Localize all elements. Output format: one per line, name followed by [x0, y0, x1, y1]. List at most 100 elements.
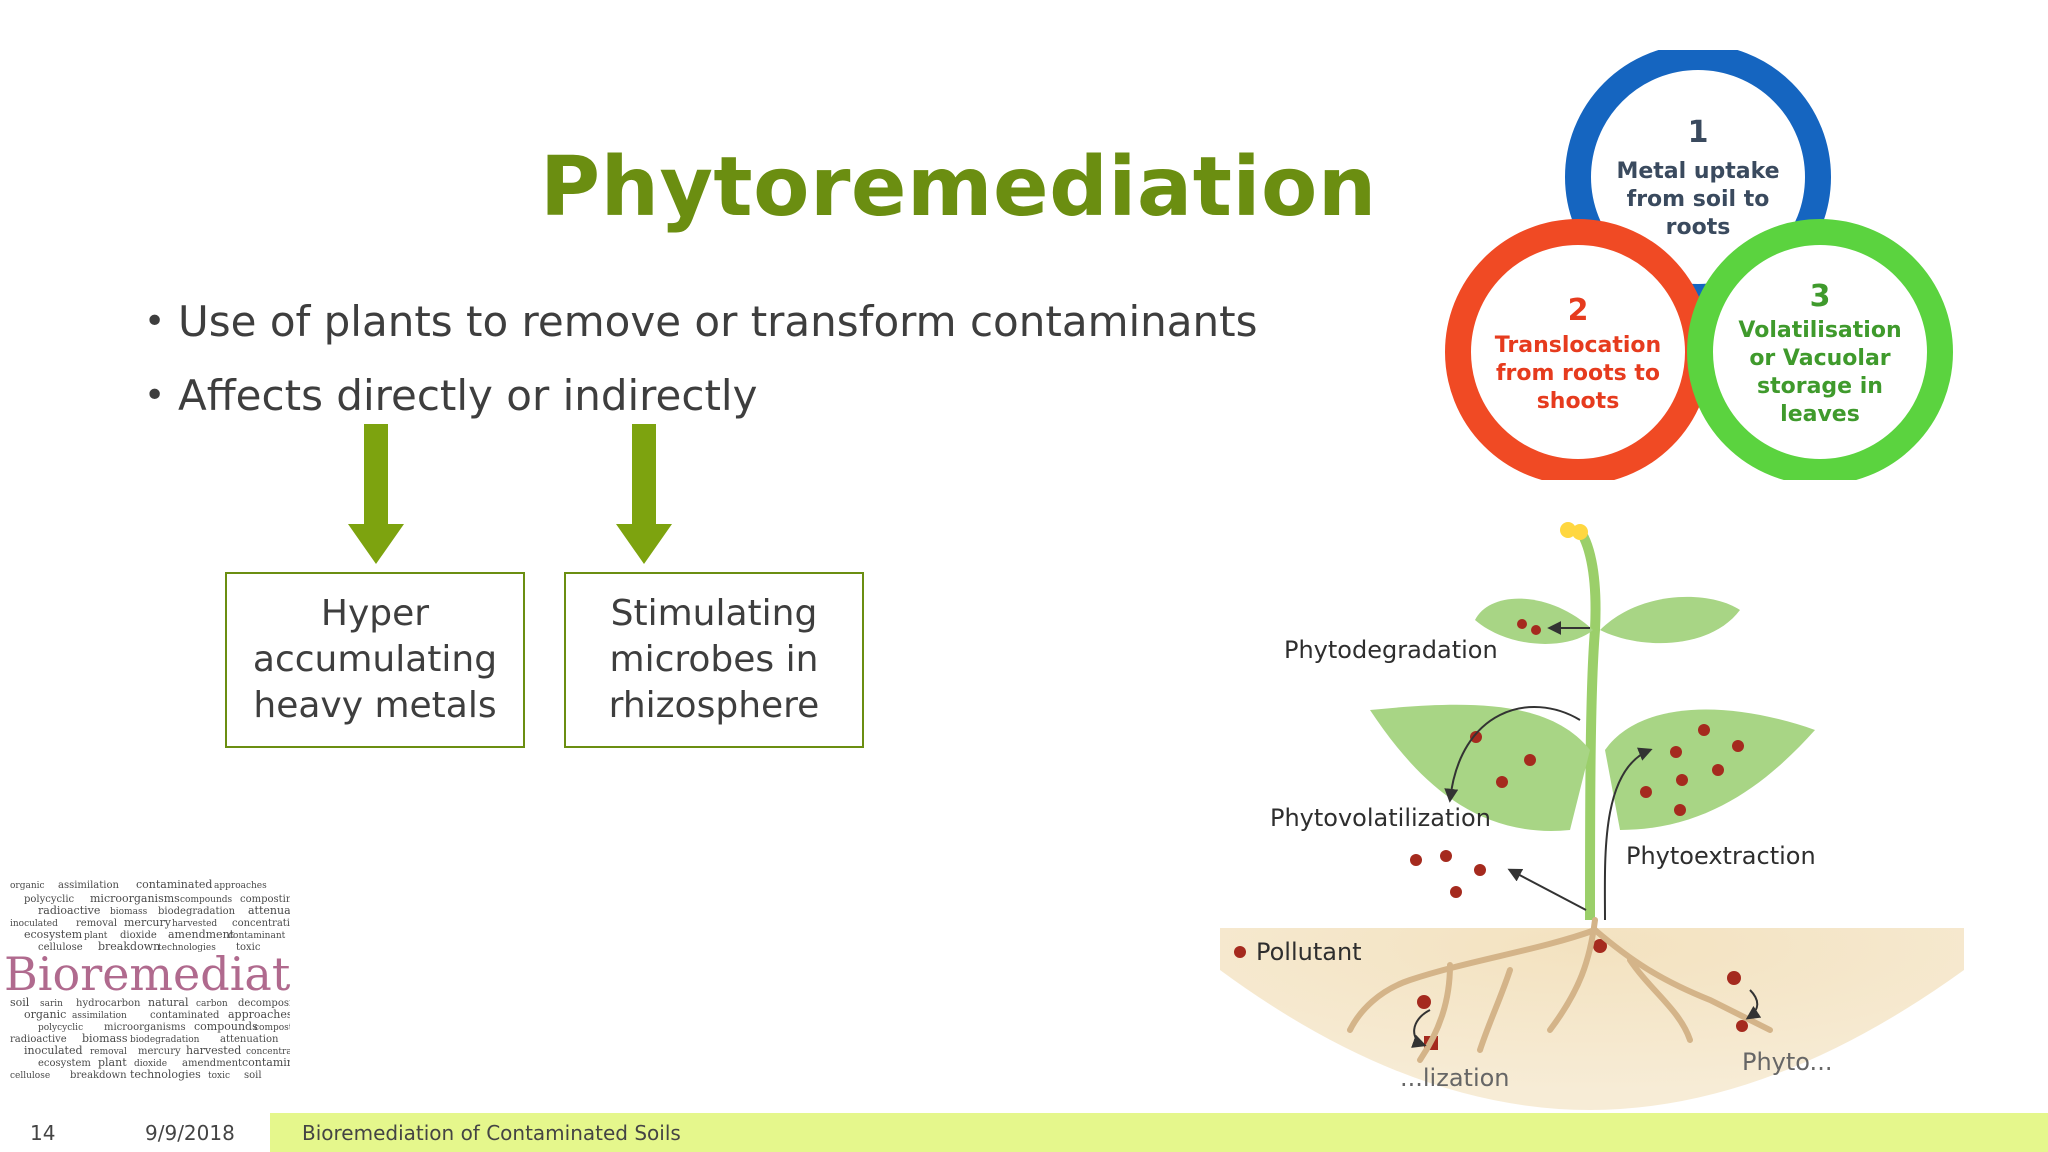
leaf-icon [1370, 704, 1590, 831]
leaf-icon [1600, 596, 1740, 644]
step-1-number: 1 [1688, 115, 1709, 150]
word-cloud-word: removal [90, 1047, 127, 1057]
word-cloud-word: inoculated [10, 919, 58, 929]
bullet-item: •Affects directly or indirectly [140, 366, 1257, 440]
flower-bud-icon [1560, 522, 1576, 538]
plant-process-diagram: Phytodegradation Phytovolatilization Phy… [1220, 522, 1964, 1110]
step-2-line: from roots to [1496, 361, 1660, 386]
step-1-line: roots [1666, 215, 1731, 240]
down-arrow-icon [348, 424, 404, 564]
bottom-left-label: ...lization [1400, 1064, 1510, 1092]
word-cloud-word: decomposition [238, 998, 290, 1009]
bullet-text: Use of plants to remove or transform con… [178, 297, 1258, 346]
step-3-line: leaves [1780, 402, 1860, 427]
step-1-line: Metal uptake [1616, 159, 1779, 184]
word-cloud-word: microorganisms [90, 892, 180, 905]
slide-footer: 14 9/9/2018 Bioremediation of Contaminat… [0, 1113, 2048, 1152]
plant-stem [1573, 524, 1601, 921]
word-cloud-word: cellulose [10, 1071, 50, 1081]
leaf-icon [1475, 598, 1593, 644]
word-cloud-word: concentrations [246, 1047, 290, 1057]
word-cloud-word: attenuation [248, 904, 290, 917]
word-cloud-word: technologies [130, 1068, 201, 1081]
word-cloud-word: toxic [236, 942, 261, 953]
word-cloud-word: assimilation [72, 1011, 127, 1021]
process-arrows [1411, 621, 1762, 1048]
word-cloud-word: contaminant [228, 931, 286, 941]
word-cloud-word: approaches [228, 1008, 290, 1021]
pollutant-dots [1234, 619, 1748, 1050]
word-cloud-word: plant [98, 1056, 127, 1069]
word-cloud-word: dioxide [134, 1059, 167, 1069]
step-1-line: from soil to [1627, 187, 1770, 212]
word-cloud-word: mercury [124, 916, 172, 929]
word-cloud-word: soil [244, 1070, 262, 1081]
phytoextraction-label: Phytoextraction [1626, 842, 1816, 870]
word-cloud-main: Bioremediation [4, 947, 290, 1001]
step-2-line: shoots [1537, 389, 1620, 414]
word-cloud-word: organic [10, 881, 45, 891]
word-cloud-word: ecosystem [24, 928, 83, 941]
word-cloud-word: composting [254, 1023, 290, 1033]
word-cloud-word: radioactive [10, 1034, 67, 1045]
word-cloud-word: soil [10, 996, 30, 1009]
word-cloud-word: composting [240, 894, 290, 905]
word-cloud-word: harvested [186, 1044, 241, 1057]
word-cloud-word: sarin [40, 999, 63, 1009]
word-cloud-word: toxic [208, 1071, 230, 1081]
bullet-text: Affects directly or indirectly [178, 371, 758, 420]
word-cloud-word: technologies [158, 943, 216, 953]
box-text: Stimulating microbes in rhizosphere [608, 593, 820, 726]
soil-area [1220, 928, 1964, 1110]
word-cloud-word: attenuation [220, 1034, 279, 1045]
word-cloud-word: harvested [172, 919, 217, 929]
word-cloud-word: contaminated [136, 878, 212, 891]
word-cloud-word: hydrocarbon [76, 998, 141, 1009]
step-3-line: or Vacuolar [1749, 346, 1890, 371]
hyperaccumulation-box: Hyper accumulating heavy metals [225, 572, 525, 748]
word-cloud-word: amendment [168, 928, 235, 941]
leaf-icon [1605, 709, 1815, 830]
flower-bud-icon [1572, 524, 1588, 540]
slide-title: Phytoremediation [540, 140, 1377, 235]
word-cloud-word: plant [84, 931, 108, 941]
step-2-line: Translocation [1495, 333, 1661, 358]
word-cloud-word: ecosystem [38, 1058, 91, 1069]
box-text: Hyper accumulating heavy metals [252, 593, 498, 726]
word-cloud-word: biomass [82, 1032, 128, 1045]
circle-step-3 [1687, 219, 1953, 480]
rhizosphere-box: Stimulating microbes in rhizosphere [564, 572, 864, 748]
word-cloud-word: inoculated [24, 1044, 83, 1057]
word-cloud-word: microorganisms [104, 1022, 186, 1033]
word-cloud-word: biodegradation [158, 906, 236, 917]
roots [1347, 917, 1773, 1063]
word-cloud-word: cellulose [38, 942, 83, 953]
metal-uptake-diagram: 1 Metal uptake from soil to roots 2 Tran… [1445, 50, 1953, 480]
word-cloud-word: contaminant [242, 1056, 290, 1069]
word-cloud-word: natural [148, 996, 189, 1009]
word-cloud-word: radioactive [38, 904, 100, 917]
word-cloud-word: amendment [182, 1058, 242, 1069]
step-3-number: 3 [1810, 279, 1831, 314]
pollutant-label: Pollutant [1256, 938, 1362, 966]
down-arrow-icon [616, 424, 672, 564]
word-cloud-word: dioxide [120, 930, 157, 941]
word-cloud-word: polycyclic [38, 1023, 83, 1033]
bullet-item: •Use of plants to remove or transform co… [140, 292, 1257, 366]
word-cloud-word: approaches [214, 881, 267, 891]
word-cloud-word: biodegradation [130, 1035, 200, 1045]
bullet-list: •Use of plants to remove or transform co… [140, 292, 1257, 440]
word-cloud-word: biomass [110, 907, 148, 917]
word-cloud-word: mercury [138, 1046, 181, 1057]
phytodegradation-label: Phytodegradation [1284, 636, 1498, 664]
word-cloud-word: breakdown [70, 1070, 127, 1081]
bottom-right-label: Phyto... [1742, 1048, 1832, 1076]
word-cloud-word: polycyclic [24, 894, 75, 905]
step-3-line: Volatilisation [1738, 318, 1901, 343]
word-cloud-word: contaminated [150, 1010, 220, 1021]
phytovolatilization-label: Phytovolatilization [1270, 804, 1491, 832]
step-3-line: storage in [1757, 374, 1883, 399]
page-number: 14 [30, 1121, 56, 1145]
